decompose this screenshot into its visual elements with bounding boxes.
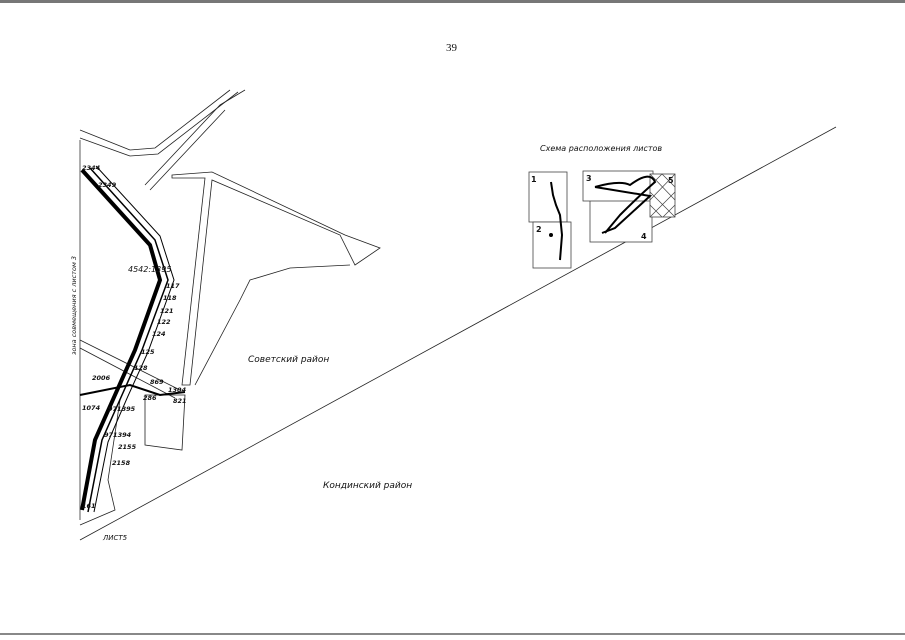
scheme-title: Схема расположения листов bbox=[540, 144, 662, 153]
svg-text:4542:1395: 4542:1395 bbox=[128, 265, 171, 274]
roads bbox=[79, 89, 381, 526]
district-sovetsky-label: Советский район bbox=[248, 355, 329, 365]
svg-text:124: 124 bbox=[152, 330, 166, 338]
svg-text:122: 122 bbox=[157, 318, 171, 326]
svg-text:869: 869 bbox=[150, 378, 164, 386]
svg-text:2349: 2349 bbox=[98, 181, 117, 189]
district-boundary bbox=[79, 126, 837, 541]
svg-text:2155: 2155 bbox=[118, 443, 137, 451]
svg-text:971395: 971395 bbox=[108, 405, 136, 413]
sheet-2-label: 2 bbox=[536, 225, 542, 234]
page-number: 39 bbox=[446, 42, 457, 54]
svg-text:1304: 1304 bbox=[168, 386, 187, 394]
sheet-label: ЛИСТ5 bbox=[102, 534, 128, 542]
scan-edge-bottom bbox=[0, 633, 905, 635]
scan-edge-top bbox=[0, 0, 905, 3]
svg-text:2006: 2006 bbox=[92, 374, 111, 382]
svg-text:821: 821 bbox=[173, 397, 187, 405]
district-kondinsky-label: Кондинский район bbox=[323, 481, 412, 491]
sheet-1-label: 1 bbox=[531, 175, 537, 184]
sheet-layout-scheme: Схема расположения листов 1 2 3 4 5 bbox=[528, 144, 676, 269]
svg-text:118: 118 bbox=[163, 294, 177, 302]
svg-text:1074: 1074 bbox=[82, 404, 101, 412]
svg-text:2158: 2158 bbox=[112, 459, 131, 467]
sheet-4-label: 4 bbox=[641, 232, 647, 241]
pipeline-corridor bbox=[79, 165, 186, 513]
sheet-5-label: 5 bbox=[668, 176, 674, 185]
svg-text:161: 161 bbox=[82, 502, 96, 510]
svg-text:121: 121 bbox=[160, 307, 174, 315]
svg-text:286: 286 bbox=[143, 394, 157, 402]
svg-text:128: 128 bbox=[134, 364, 148, 372]
svg-text:971394: 971394 bbox=[104, 431, 132, 439]
svg-text:125: 125 bbox=[141, 348, 155, 356]
svg-text:117: 117 bbox=[166, 282, 180, 290]
svg-text:2344: 2344 bbox=[82, 164, 101, 172]
overlap-zone-label: зона совмещения с листом 3 bbox=[70, 256, 78, 355]
sheet-3-label: 3 bbox=[586, 174, 592, 183]
parcel-labels: 2344 2349 4542:1395 117 118 121 122 124 … bbox=[82, 164, 187, 510]
